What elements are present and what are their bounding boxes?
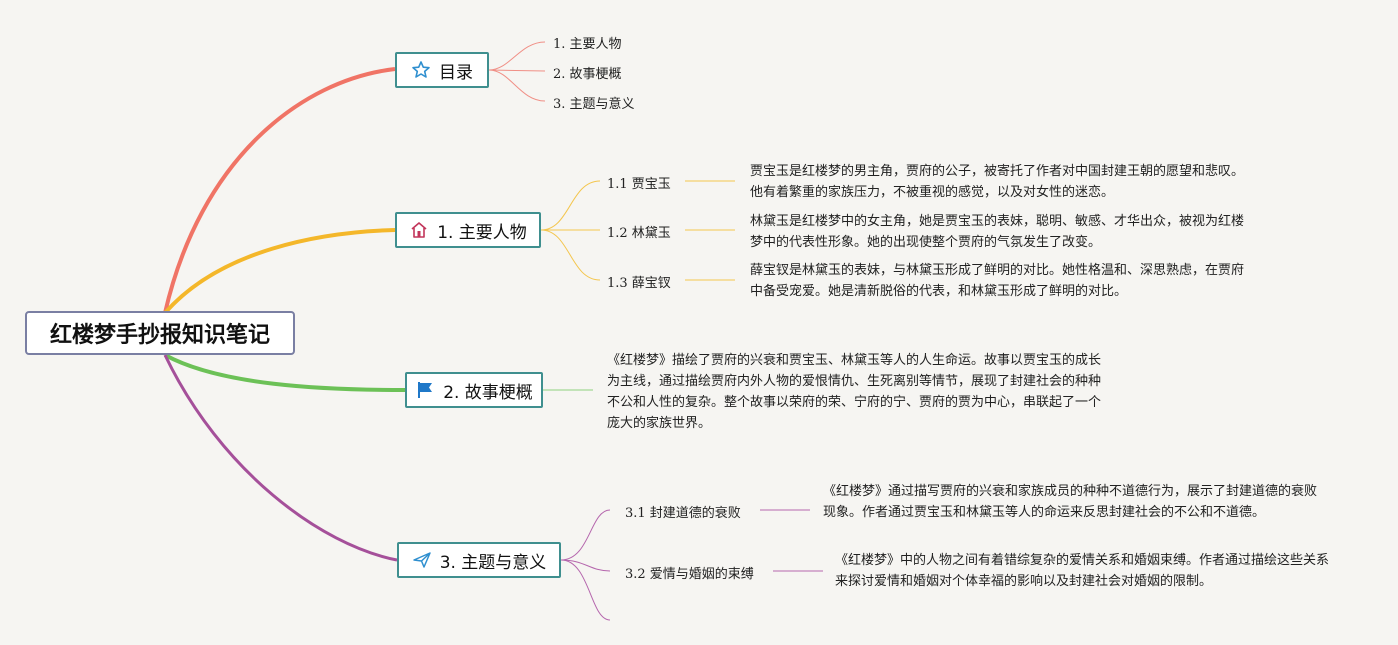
character-item-2[interactable]: 1.2 林黛玉 <box>607 226 671 241</box>
root-title: 红楼梦手抄报知识笔记 <box>49 323 270 348</box>
theme-desc-2: 《红楼梦》中的人物之间有着错综复杂的爱情关系和婚姻束缚。作者通过描绘这些关系来探… <box>835 553 1330 589</box>
character-desc-1: 贾宝玉是红楼梦的男主角，贾府的公子，被寄托了作者对中国封建王朝的愿望和悲叹。他有… <box>750 164 1245 200</box>
topic-themes-label: 3. 主题与意义 <box>439 552 547 573</box>
branch-story <box>164 353 406 392</box>
theme-item-1[interactable]: 3.1 封建道德的衰败 <box>625 506 741 521</box>
toc-item-1[interactable]: 1. 主要人物 <box>553 37 622 52</box>
topic-toc-label: 目录 <box>439 62 473 83</box>
topic-themes[interactable]: 3. 主题与意义 <box>397 542 561 578</box>
toc-item-3[interactable]: 3. 主题与意义 <box>553 97 635 112</box>
character-desc-2: 林黛玉是红楼梦中的女主角，她是贾宝玉的表妹，聪明、敏感、才华出众，被视为红楼梦中… <box>750 214 1245 250</box>
home-icon <box>409 220 429 240</box>
topic-characters-label: 1. 主要人物 <box>437 222 527 243</box>
toc-item-2[interactable]: 2. 故事梗概 <box>553 67 622 82</box>
theme-item-2[interactable]: 3.2 爱情与婚姻的束缚 <box>625 567 754 582</box>
root-topic[interactable]: 红楼梦手抄报知识笔记 <box>25 311 295 355</box>
send-icon <box>412 550 432 570</box>
branch-characters <box>163 228 396 315</box>
topic-characters[interactable]: 1. 主要人物 <box>395 212 541 248</box>
star-icon <box>411 60 431 80</box>
topic-story[interactable]: 2. 故事梗概 <box>405 372 543 408</box>
characters-connectors <box>540 180 735 281</box>
themes-connectors <box>560 509 823 621</box>
branch-toc <box>163 67 396 314</box>
character-desc-3: 薛宝钗是林黛玉的表妹，与林黛玉形成了鲜明的对比。她性格温和、深思熟虑，在贾府中备… <box>750 263 1245 299</box>
topic-story-label: 2. 故事梗概 <box>443 382 533 403</box>
branch-themes <box>163 354 398 562</box>
theme-desc-1: 《红楼梦》通过描写贾府的兴衰和家族成员的种种不道德行为，展示了封建道德的衰败现象… <box>823 484 1318 520</box>
story-desc: 《红楼梦》描绘了贾府的兴衰和贾宝玉、林黛玉等人的人生命运。故事以贾宝玉的成长为主… <box>607 353 1102 431</box>
topic-toc[interactable]: 目录 <box>395 52 489 88</box>
flag-icon <box>415 380 435 400</box>
toc-connectors <box>488 41 546 102</box>
character-item-3[interactable]: 1.3 薛宝钗 <box>607 276 671 291</box>
character-item-1[interactable]: 1.1 贾宝玉 <box>607 177 671 192</box>
